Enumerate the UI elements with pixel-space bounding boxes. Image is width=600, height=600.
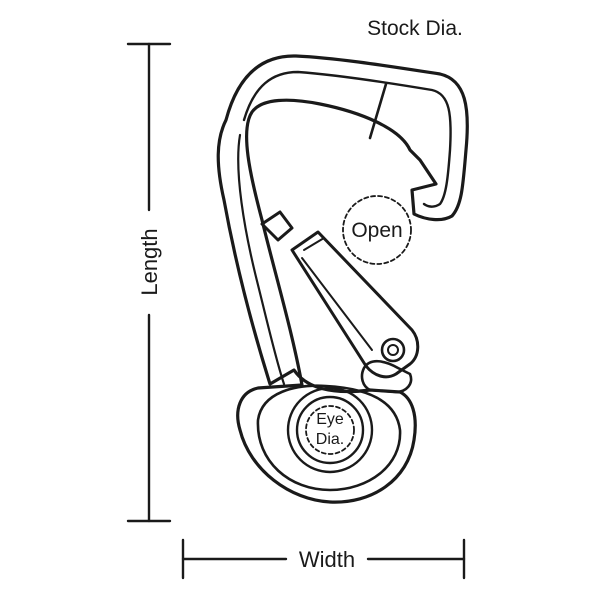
gate-pivot-pin-center: [387, 344, 399, 356]
stock-dia-label: Stock Dia.: [367, 17, 463, 40]
stock-dia-leader-line: [368, 82, 388, 140]
width-dimension: Width: [181, 538, 466, 580]
eye-ring-inner: [295, 395, 365, 465]
eye-dia-dashed-circle: [305, 405, 355, 455]
gate-inner-line-2: [301, 257, 373, 351]
length-dimension: Length: [126, 42, 172, 523]
hook-nose: [260, 210, 294, 242]
open-dashed-circle: [342, 195, 412, 265]
open-label: Open: [351, 219, 402, 242]
eye-ring-outer: [256, 384, 402, 492]
hook-body-inner-contour: [242, 70, 452, 208]
width-label: Width: [299, 547, 355, 572]
gate-hinge-block: [360, 359, 413, 394]
eye-ring-mid: [286, 386, 374, 474]
gate-pivot-pin: [380, 337, 406, 363]
eye-dia-label-line2: Dia.: [316, 431, 344, 448]
length-label: Length: [137, 228, 162, 295]
eye-dia-label-line1: Eye: [316, 411, 344, 428]
gate-outline: [290, 230, 420, 379]
gate-inner-line: [303, 237, 325, 251]
eye-ring: Eye Dia.: [256, 384, 402, 492]
spring-gate: [290, 230, 420, 394]
hook-spine-inner-line: [237, 133, 286, 386]
